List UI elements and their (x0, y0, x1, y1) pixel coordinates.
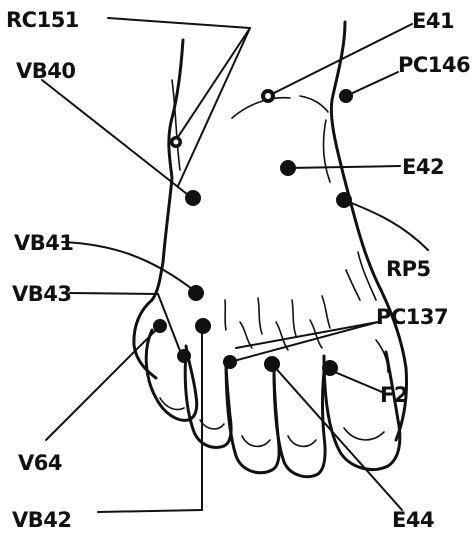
acupoint-f2 (322, 360, 338, 376)
leader-e42 (288, 166, 400, 168)
label-pc146: PC146 (398, 53, 470, 77)
label-vb40: VB40 (16, 59, 75, 83)
acupoint-vb41 (188, 285, 204, 301)
label-vb41: VB41 (14, 231, 73, 255)
acupoint-pc146 (339, 89, 353, 103)
leader-pc146 (346, 72, 398, 96)
label-e42: E42 (402, 155, 444, 179)
label-e41: E41 (412, 9, 454, 33)
leader-e41 (268, 24, 412, 96)
label-rp5: RP5 (386, 257, 431, 281)
acupoint-e44 (264, 356, 280, 372)
leader-rc151 (108, 18, 250, 28)
leader-vb43 (70, 293, 158, 294)
acupoint-vb42 (195, 318, 211, 334)
leader-f2 (330, 370, 382, 392)
label-v64: V64 (18, 451, 62, 475)
acupoint-pc137 (223, 355, 237, 369)
acupoint-e42 (280, 160, 296, 176)
leader-vb41 (62, 242, 196, 292)
leader-pc137 (230, 322, 378, 362)
point-labels: RC151 VB40 E41 PC146 E42 VB41 RP5 VB43 P… (6, 8, 470, 532)
label-pc137: PC137 (376, 305, 448, 329)
leader-vb42 (98, 510, 202, 512)
label-f2: F2 (380, 383, 408, 407)
label-e44: E44 (392, 508, 434, 532)
acupoint-v64 (153, 319, 167, 333)
acupoint-vb43 (177, 349, 191, 363)
label-rc151: RC151 (6, 8, 79, 32)
leader-v64 (46, 326, 160, 440)
label-vb43: VB43 (12, 282, 71, 306)
acupoint-vb40 (185, 190, 201, 206)
label-vb42: VB42 (12, 508, 71, 532)
acupoint-rp5 (336, 192, 352, 208)
